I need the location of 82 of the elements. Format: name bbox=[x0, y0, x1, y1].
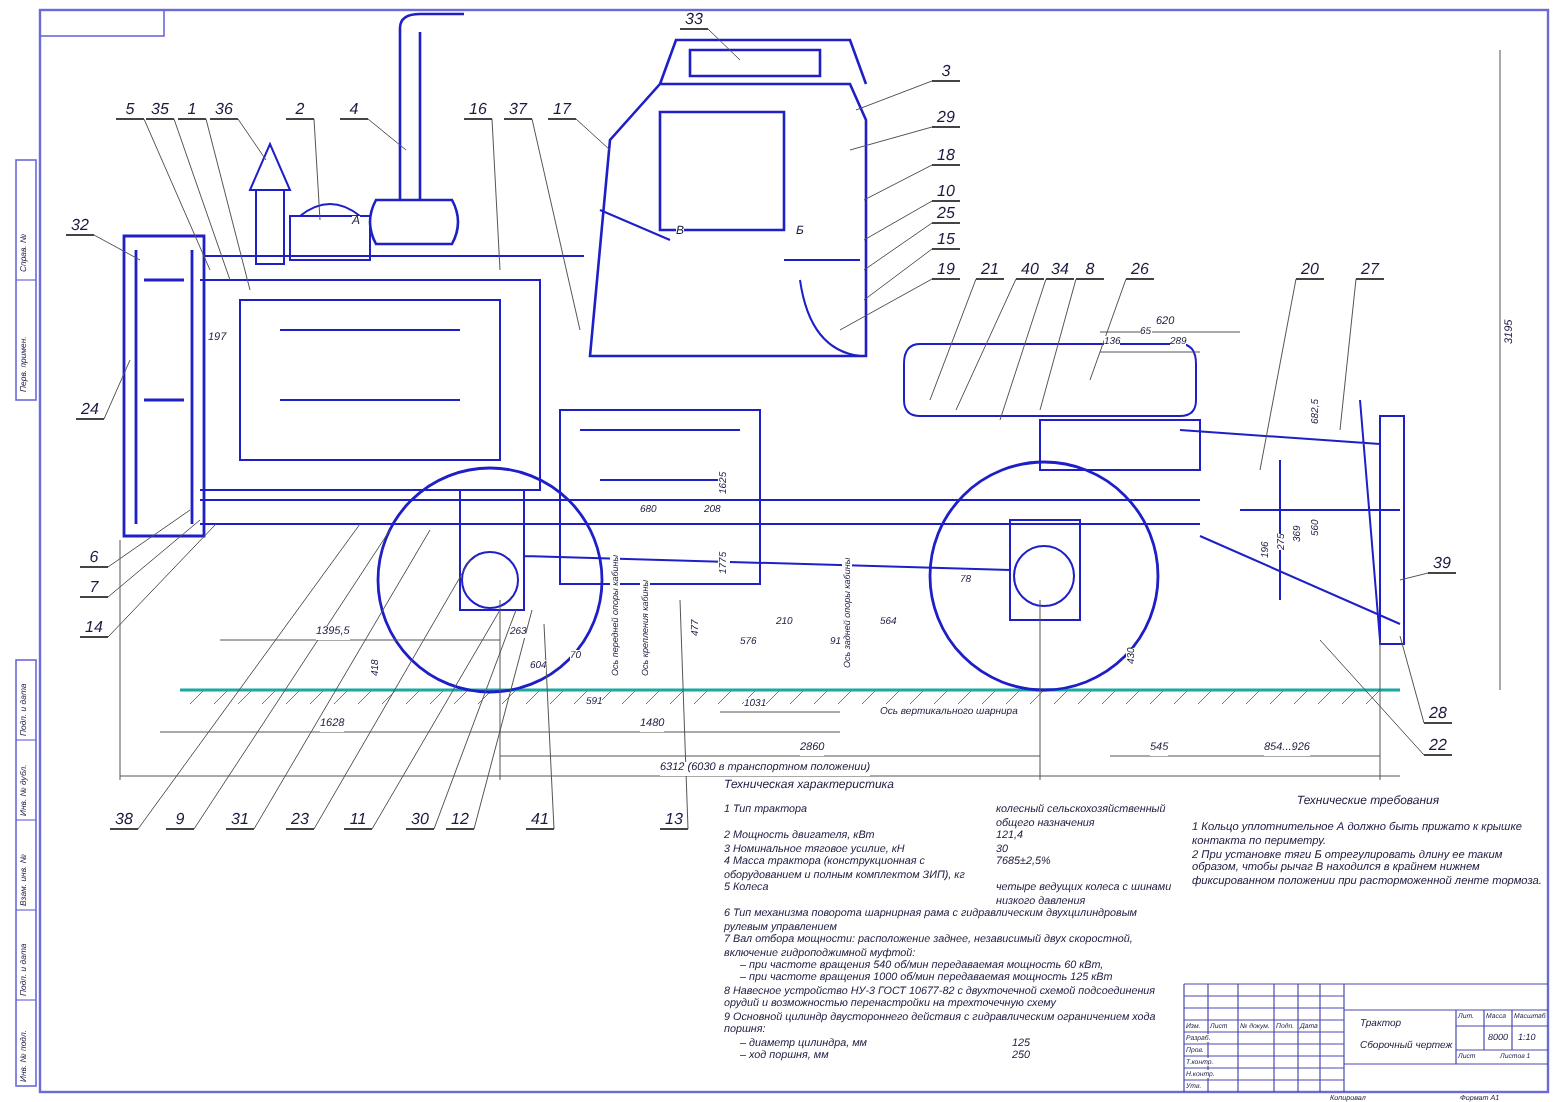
callout-number: 3 bbox=[932, 62, 960, 82]
leader-line bbox=[491, 118, 501, 271]
leader-line bbox=[433, 609, 517, 830]
leader-line bbox=[863, 200, 933, 241]
leader-line bbox=[173, 118, 231, 281]
leader-line bbox=[863, 248, 933, 301]
leader-line bbox=[679, 599, 689, 830]
leader-line bbox=[313, 559, 471, 830]
leader-line bbox=[103, 359, 131, 420]
leader-line bbox=[855, 80, 933, 111]
leader-line bbox=[707, 28, 741, 61]
leader-line bbox=[863, 164, 933, 201]
leader-line bbox=[1399, 572, 1429, 581]
callout-number: 12 bbox=[446, 810, 474, 830]
leader-line bbox=[137, 523, 361, 830]
leader-line bbox=[849, 126, 933, 151]
leader-line bbox=[839, 278, 933, 331]
leader-line bbox=[531, 118, 581, 331]
callout-number: 40 bbox=[1016, 260, 1044, 280]
callout-number: 33 bbox=[680, 10, 708, 30]
callout-number: 39 bbox=[1428, 554, 1456, 574]
leader-line bbox=[863, 222, 933, 271]
callout-number: 13 bbox=[660, 810, 688, 830]
callout-number: 16 bbox=[464, 100, 492, 120]
callout-number: 11 bbox=[344, 810, 372, 830]
leader-line bbox=[1259, 278, 1297, 471]
callout-number: 10 bbox=[932, 182, 960, 202]
callout-number: 29 bbox=[932, 108, 960, 128]
callout-number: 8 bbox=[1076, 260, 1104, 280]
callout-number: 32 bbox=[66, 216, 94, 236]
callout-number: 37 bbox=[504, 100, 532, 120]
callout-number: 27 bbox=[1356, 260, 1384, 280]
leader-line bbox=[107, 523, 217, 638]
leader-line bbox=[1319, 639, 1425, 756]
callout-number: 38 bbox=[110, 810, 138, 830]
callout-number: 28 bbox=[1424, 704, 1452, 724]
callout-number: 34 bbox=[1046, 260, 1074, 280]
leader-line bbox=[193, 529, 391, 830]
leader-line bbox=[107, 519, 201, 598]
leader-line bbox=[237, 118, 267, 161]
callout-number: 25 bbox=[932, 204, 960, 224]
leader-line bbox=[253, 529, 431, 830]
callout-number: 9 bbox=[166, 810, 194, 830]
callout-number: 35 bbox=[146, 100, 174, 120]
leader-line bbox=[1339, 278, 1357, 431]
leader-line bbox=[205, 118, 251, 291]
callout-number: 7 bbox=[80, 578, 108, 598]
leader-line bbox=[999, 278, 1047, 421]
leader-line bbox=[543, 623, 555, 830]
leader-line bbox=[371, 609, 501, 830]
leader-line bbox=[473, 609, 533, 830]
callout-number: 21 bbox=[976, 260, 1004, 280]
callout-number: 17 bbox=[548, 100, 576, 120]
leader-line bbox=[313, 118, 321, 221]
callout-number: 2 bbox=[286, 100, 314, 120]
callout-number: 31 bbox=[226, 810, 254, 830]
callout-number: 15 bbox=[932, 230, 960, 250]
leader-line bbox=[929, 278, 977, 401]
leader-line bbox=[1089, 278, 1127, 381]
leader-line bbox=[1039, 278, 1077, 411]
callout-number: 19 bbox=[932, 260, 960, 280]
leader-line bbox=[575, 118, 611, 151]
callout-number: 26 bbox=[1126, 260, 1154, 280]
callout-number: 30 bbox=[406, 810, 434, 830]
leader-line bbox=[107, 509, 191, 568]
leader-line bbox=[955, 278, 1017, 411]
callout-number: 20 bbox=[1296, 260, 1324, 280]
callout-number: 36 bbox=[210, 100, 238, 120]
callout-number: 22 bbox=[1424, 736, 1452, 756]
callout-number: 6 bbox=[80, 548, 108, 568]
leader-line bbox=[1399, 635, 1425, 724]
callout-number: 5 bbox=[116, 100, 144, 120]
callout-number: 23 bbox=[286, 810, 314, 830]
callout-number: 4 bbox=[340, 100, 368, 120]
callout-number: 18 bbox=[932, 146, 960, 166]
callout-number: 14 bbox=[80, 618, 108, 638]
callout-number: 24 bbox=[76, 400, 104, 420]
leader-line bbox=[367, 118, 407, 151]
callout-number: 1 bbox=[178, 100, 206, 120]
leader-line bbox=[143, 118, 211, 271]
callout-number: 41 bbox=[526, 810, 554, 830]
leader-line bbox=[93, 234, 141, 261]
